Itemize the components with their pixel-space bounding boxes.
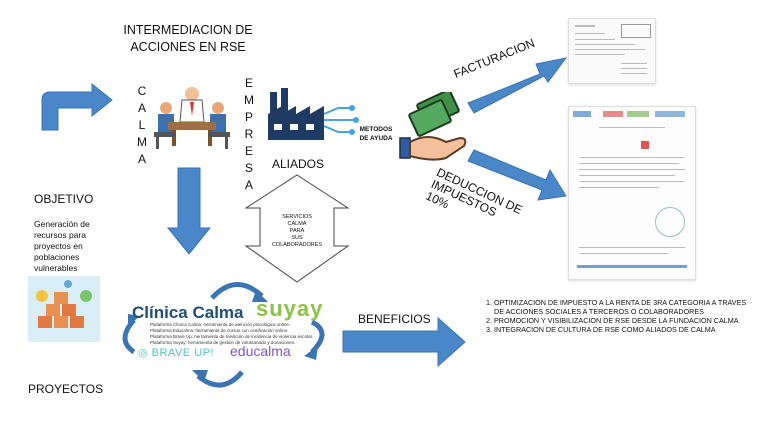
cycle-arrow-left (122, 318, 136, 355)
arrow-beneficios (342, 316, 466, 368)
empresa-letter: E (244, 76, 253, 90)
servicios-line: CALMA (287, 221, 307, 227)
brave-up-icon: ◎ (138, 347, 152, 359)
suyay-logo: suyay (256, 296, 324, 321)
empresa-letter: M (244, 93, 254, 107)
objetivo-line: Generación de (34, 219, 90, 229)
calma-letter: C (137, 84, 147, 98)
down-arrow (166, 167, 212, 255)
aliados-label: ALIADOS (272, 157, 325, 171)
hand-money-icon (399, 92, 467, 161)
empresa-letter: A (244, 178, 253, 192)
objetivo-line: poblaciones (34, 252, 80, 262)
platform-line: Plataforma Educalma: herramienta de curs… (150, 328, 289, 333)
objetivo-text: Generación de recursos para proyectos en… (34, 219, 90, 274)
metodos-line: DE AYUDA (359, 135, 393, 142)
objetivo-line: recursos para (34, 230, 86, 240)
benefit-item: OPTIMIZACION DE IMPUESTO A LA RENTA DE 3… (494, 298, 758, 316)
calma-letter: L (138, 118, 146, 132)
arrow-facturacion (467, 57, 568, 114)
servicios-line: SUS (291, 235, 303, 241)
benefit-item: PROMOCION Y VISIBILIZACION DE RSE DESDE … (494, 316, 758, 325)
brave-up-logo: ◎ BRAVE UP! (138, 348, 214, 359)
calma-letter: A (137, 152, 146, 166)
clinica-calma-logo: Clínica Calma (132, 304, 244, 321)
brave-up-text: BRAVE UP! (151, 347, 215, 359)
calma-letter: M (137, 135, 147, 149)
servicios-line: SERVICIOS (282, 214, 312, 220)
objetivo-heading: OBJETIVO (34, 192, 94, 206)
empresa-letter: P (244, 110, 253, 124)
invoice-document-image (568, 18, 656, 84)
servicios-line: PARA (289, 228, 305, 234)
educalma-logo: educalma (230, 343, 291, 359)
meeting-icon (154, 87, 230, 149)
objetivo-line: vulnerables (34, 263, 78, 273)
certificate-document-image (568, 106, 696, 280)
objetivo-line: proyectos en (34, 241, 83, 251)
empresa-letter: E (244, 144, 253, 158)
metodos-line: METODOS (359, 126, 393, 133)
arrow-deduccion (467, 149, 567, 201)
platform-line: Plataforma Clínica Calma: herramienta de… (150, 322, 291, 327)
projects-illustration (28, 276, 100, 342)
double-arrow-servicios (244, 174, 350, 283)
metodos-label: METODOS DE AYUDA (356, 125, 396, 143)
proyectos-label: PROYECTOS (28, 382, 104, 396)
empresa-letter: S (244, 161, 253, 175)
servicios-line: COLABORADORES (271, 242, 323, 248)
platform-line: Plataforma Brave Up: herramienta de medi… (150, 334, 314, 339)
clinica-calma-text: Clínica Calma (132, 303, 244, 322)
bent-arrow (41, 82, 113, 131)
beneficios-label: BENEFICIOS (358, 312, 431, 326)
factory-icon (268, 88, 359, 140)
servicios-label: SERVICIOS CALMA PARA SUS COLABORADORES (266, 214, 328, 249)
diagram-title: INTERMEDIACION DE ACCIONES EN RSE (123, 23, 253, 54)
empresa-letter: R (244, 127, 254, 141)
calma-letter: A (137, 101, 146, 115)
benefit-item: INTEGRACION DE CULTURA DE RSE COMO ALIAD… (494, 325, 758, 334)
platform-line: Plataforma Suyay: herramienta de gestión… (150, 340, 296, 345)
benefits-list: OPTIMIZACION DE IMPUESTO A LA RENTA DE 3… (478, 298, 758, 334)
